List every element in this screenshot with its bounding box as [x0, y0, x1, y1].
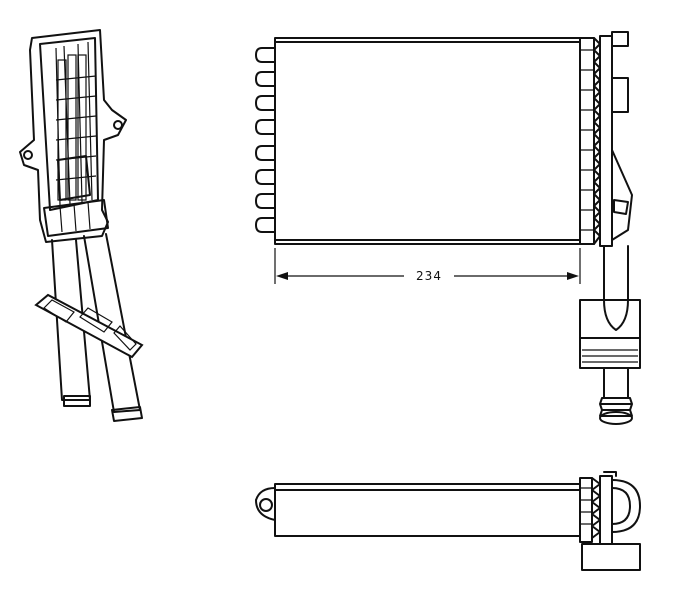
tube-stubs — [255, 47, 276, 233]
width-dimension: 234 — [274, 248, 581, 284]
front-view: 234 — [255, 31, 641, 425]
core-body-top — [274, 483, 581, 537]
side-view — [19, 29, 144, 422]
dimension-label: 234 — [416, 269, 442, 283]
top-view — [255, 471, 641, 571]
core-face — [274, 37, 581, 245]
outlet-coupling — [579, 299, 641, 339]
